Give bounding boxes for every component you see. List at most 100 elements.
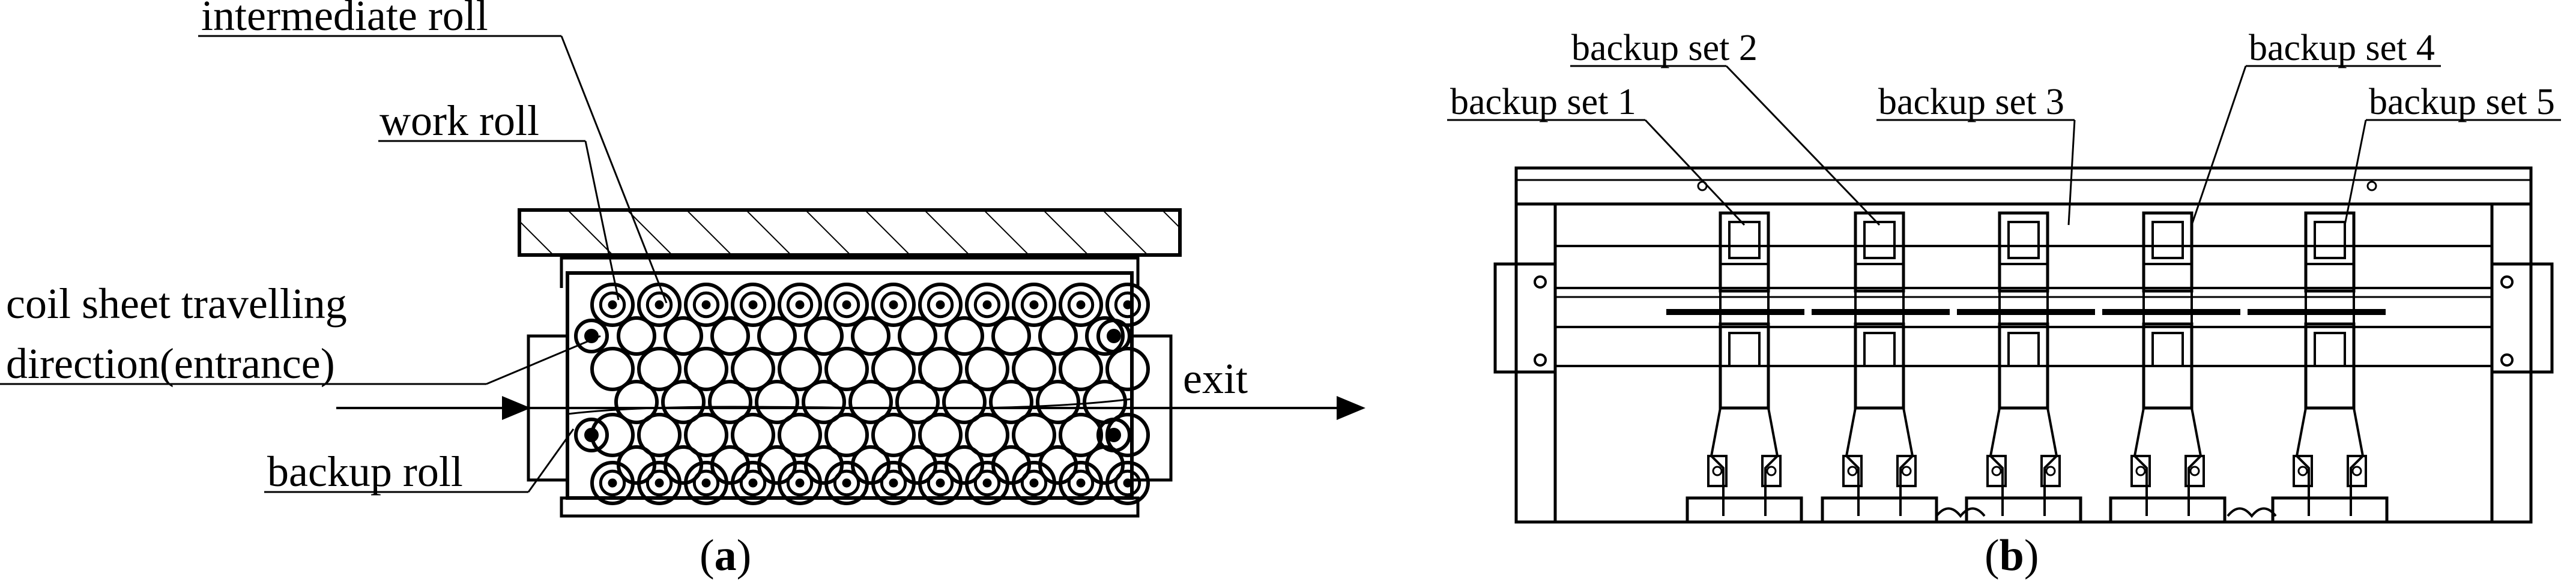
lower-work-roll xyxy=(1012,413,1056,457)
backup-set-2-pin-left xyxy=(1847,466,1858,476)
lower-backup-roll-core xyxy=(973,469,1001,497)
upper-backup-roll-core xyxy=(599,291,626,319)
backup-set-4-foot xyxy=(2109,496,2227,524)
lower-work-roll xyxy=(1059,413,1103,457)
top-beam xyxy=(1514,166,2533,206)
backup-set-5-upper-block xyxy=(2304,211,2356,293)
coil-direction-label-line2: direction(entrance) xyxy=(6,340,335,388)
backup-set-3-upper-block xyxy=(1998,211,2049,293)
lower-backup-roll-core xyxy=(786,469,814,497)
backup-set-2-label: backup set 2 xyxy=(1571,28,1758,68)
lower-backup-roll xyxy=(731,461,775,505)
backup-set-1-left-wedge xyxy=(1707,455,1728,487)
lower-backup-roll-hub xyxy=(701,478,711,488)
backup-set-1-right-wedge xyxy=(1761,455,1782,487)
lower-backup-roll xyxy=(871,461,916,505)
backup-set-5-foot xyxy=(2271,496,2389,524)
lower-backup-roll xyxy=(918,461,963,505)
upper-intermediate-roll xyxy=(757,316,797,356)
lower-backup-roll-hub xyxy=(1076,478,1086,488)
upper-backup-roll-hub xyxy=(842,300,851,310)
caption-a: (a) xyxy=(700,531,751,580)
backup-set-3-label: backup set 3 xyxy=(1878,82,2064,122)
upper-work-roll xyxy=(824,347,869,391)
backup-set-1-legs xyxy=(1710,407,1779,516)
lower-backup-roll-core xyxy=(880,469,907,497)
work-roll xyxy=(942,380,987,424)
upper-intermediate-roll xyxy=(945,316,984,356)
backup-set-4-lower-block xyxy=(2142,322,2194,410)
upper-backup-roll-hub xyxy=(608,300,617,310)
backup-set-4-right-wedge xyxy=(2184,455,2205,487)
work-roll-label: work roll xyxy=(379,97,539,145)
upper-backup-roll xyxy=(918,283,963,327)
backup-set-2-foot xyxy=(1821,496,1938,524)
backup-set-5-pin-right xyxy=(2351,466,2362,476)
work-roll xyxy=(802,380,846,424)
work-roll xyxy=(848,380,893,424)
backup-set-2-legs xyxy=(1845,407,1914,516)
upper-backup-roll-core xyxy=(833,291,860,319)
upper-backup-roll-core xyxy=(927,291,954,319)
upper-backup-roll-hub xyxy=(1076,300,1086,310)
panel-a-diagram xyxy=(0,35,1365,518)
upper-work-roll xyxy=(590,347,635,391)
backup-set-3-foot xyxy=(1965,496,2082,524)
upper-intermediate-roll xyxy=(1085,316,1125,356)
upper-backup-roll xyxy=(1059,283,1103,327)
lower-work-roll xyxy=(778,413,822,457)
upper-backup-roll xyxy=(824,283,869,327)
pinch-roll-hub xyxy=(584,428,599,442)
upper-work-roll xyxy=(1059,347,1103,391)
upper-intermediate-roll xyxy=(664,316,703,356)
backup-set-1-pin-right xyxy=(1766,466,1777,476)
caption-b: (b) xyxy=(1985,531,2039,580)
upper-backup-roll-core xyxy=(1067,291,1095,319)
upper-backup-roll xyxy=(1105,283,1150,327)
lower-backup-roll-core xyxy=(833,469,860,497)
lower-backup-roll-core xyxy=(599,469,626,497)
upper-backup-roll xyxy=(871,283,916,327)
upper-intermediate-roll xyxy=(617,316,656,356)
lower-backup-roll-hub xyxy=(655,478,664,488)
lower-work-roll xyxy=(637,413,682,457)
exit-label: exit xyxy=(1183,355,1248,403)
lower-backup-roll xyxy=(824,461,869,505)
pinch-roll xyxy=(574,319,609,353)
top-bolt-right xyxy=(2366,181,2377,191)
upper-backup-roll-hub xyxy=(1029,300,1039,310)
backup-set-3-right-wedge xyxy=(2040,455,2061,487)
intermediate-roll-label: intermediate roll xyxy=(201,0,488,40)
lower-backup-roll-hub xyxy=(608,478,617,488)
backup-set-2-left-wedge xyxy=(1842,455,1863,487)
backup-set-1-upper-window xyxy=(1728,221,1761,259)
backup-set-4-legs xyxy=(2133,407,2203,516)
backup-set-4-pin-right xyxy=(2189,466,2200,476)
lower-backup-roll-hub xyxy=(795,478,805,488)
lower-backup-roll-hub xyxy=(748,478,758,488)
upper-backup-roll-core xyxy=(739,291,767,319)
backup-set-5-lower-window xyxy=(2314,332,2346,367)
backup-set-1-upper-block xyxy=(1719,211,1770,293)
base-cutout-2 xyxy=(2227,507,2277,518)
upper-backup-roll xyxy=(590,283,635,327)
upper-work-roll xyxy=(731,347,775,391)
lower-backup-roll xyxy=(1059,461,1103,505)
lower-backup-roll xyxy=(1012,461,1056,505)
upper-backup-roll xyxy=(1012,283,1056,327)
backup-set-4-left-wedge xyxy=(2130,455,2151,487)
upper-backup-roll xyxy=(778,283,822,327)
backup-set-5-pin-left xyxy=(2297,466,2308,476)
panel-b-diagram xyxy=(1447,65,2561,524)
upper-backup-roll-hub xyxy=(795,300,805,310)
upper-backup-roll xyxy=(965,283,1009,327)
work-roll xyxy=(1036,380,1080,424)
upper-backup-roll-hub xyxy=(655,300,664,310)
upper-backup-roll-core xyxy=(1020,291,1048,319)
work-roll xyxy=(614,380,659,424)
work-roll xyxy=(755,380,799,424)
left-bracket xyxy=(1493,262,1557,374)
upper-backup-roll-hub xyxy=(936,300,945,310)
lower-work-roll xyxy=(824,413,869,457)
